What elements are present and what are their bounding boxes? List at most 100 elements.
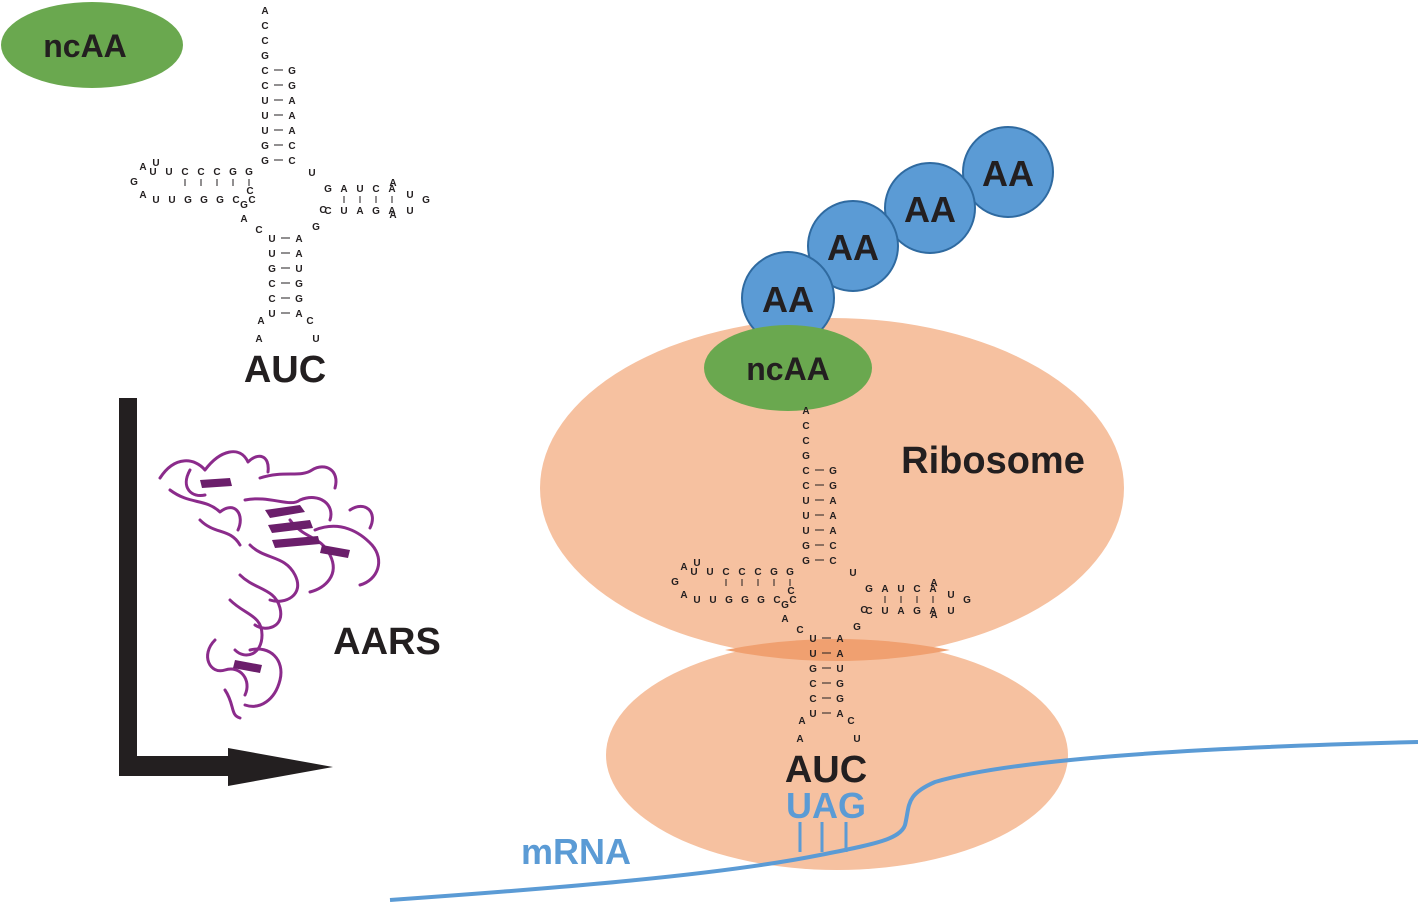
nucleotide: C [213, 167, 220, 178]
nucleotide: C [829, 556, 836, 567]
nucleotide: A [240, 214, 247, 225]
nucleotide: C [372, 184, 379, 195]
nucleotide: A [139, 162, 146, 173]
nucleotide: A [796, 734, 803, 745]
nucleotide: G [836, 694, 844, 705]
nucleotide: U [152, 158, 159, 169]
nucleotide: G [184, 195, 192, 206]
nucleotide: G [229, 167, 237, 178]
nucleotide: U [168, 195, 175, 206]
nucleotide: G [829, 466, 837, 477]
nucleotide: A [356, 206, 363, 217]
nucleotide: G [802, 451, 810, 462]
nucleotide: A [139, 190, 146, 201]
ncaa-bound-label: ncAA [746, 351, 830, 387]
nucleotide: G [261, 51, 269, 62]
nucleotide: C [802, 481, 809, 492]
nucleotide: A [388, 184, 395, 195]
nucleotide: U [709, 595, 716, 606]
nucleotide: U [268, 309, 275, 320]
nucleotide: A [680, 562, 687, 573]
nucleotide: C [809, 679, 816, 690]
nucleotide: G [261, 141, 269, 152]
amino-acid-label: AA [904, 189, 956, 230]
process-arrow [119, 398, 333, 786]
nucleotide: U [149, 167, 156, 178]
nucleotide: G [288, 81, 296, 92]
nucleotide: C [789, 595, 796, 606]
nucleotide: C [787, 586, 794, 597]
nucleotide: G [422, 195, 430, 206]
nucleotide: U [261, 96, 268, 107]
nucleotide: U [706, 567, 713, 578]
nucleotide: U [356, 184, 363, 195]
nucleotide: G [288, 66, 296, 77]
nucleotide: U [690, 567, 697, 578]
nucleotide: G [200, 195, 208, 206]
nucleotide: C [773, 595, 780, 606]
nucleotide: C [865, 606, 872, 617]
nucleotide: C [847, 716, 854, 727]
nucleotide: A [836, 649, 843, 660]
nucleotide: G [725, 595, 733, 606]
aars-protein-sheets [200, 478, 350, 673]
nucleotide: C [232, 195, 239, 206]
nucleotide: C [829, 541, 836, 552]
anticodon-free-label: AUC [244, 349, 326, 391]
aars-label: AARS [333, 621, 441, 663]
nucleotide: G [130, 177, 138, 188]
nucleotide: A [802, 406, 809, 417]
nucleotide: C [796, 625, 803, 636]
amino-acid-label: AA [982, 153, 1034, 194]
nucleotide: A [389, 178, 396, 189]
nucleotide: U [809, 634, 816, 645]
nucleotide: C [261, 66, 268, 77]
nucleotide: U [308, 168, 315, 179]
mrna-strand [389, 740, 1418, 902]
nucleotide: A [295, 249, 302, 260]
nucleotide: G [829, 481, 837, 492]
ribosome-large-subunit [540, 318, 1124, 658]
nucleotide: U [152, 195, 159, 206]
nucleotide: U [853, 734, 860, 745]
nucleotide: A [389, 210, 396, 221]
nucleotide: G [295, 279, 303, 290]
nucleotide: U [809, 649, 816, 660]
nucleotide: G [216, 195, 224, 206]
amino-acid-circle [807, 200, 899, 292]
nucleotide: G [853, 622, 861, 633]
nucleotide: U [261, 111, 268, 122]
nucleotide: C [809, 694, 816, 705]
nucleotide: A [340, 184, 347, 195]
nucleotide: C [802, 421, 809, 432]
nucleotide: A [388, 206, 395, 217]
nucleotide: U [693, 558, 700, 569]
nucleotide: A [836, 709, 843, 720]
nucleotide: A [836, 634, 843, 645]
nucleotide: C [324, 206, 331, 217]
nucleotide: G [802, 541, 810, 552]
nucleotide: U [947, 590, 954, 601]
nucleotide: G [809, 664, 817, 675]
nucleotide: U [849, 568, 856, 579]
nucleotide: C [261, 81, 268, 92]
nucleotide: U [693, 595, 700, 606]
nucleotide: U [268, 249, 275, 260]
nucleotide: A [897, 606, 904, 617]
nucleotide: U [268, 234, 275, 245]
nucleotide: A [829, 526, 836, 537]
ncaa-bound-ellipse [704, 325, 872, 411]
nucleotide: C [319, 205, 326, 216]
nucleotide: A [929, 584, 936, 595]
nucleotide: G [261, 156, 269, 167]
nucleotide: C [860, 605, 867, 616]
nucleotide: C [722, 567, 729, 578]
amino-acid-circle [884, 162, 976, 254]
nucleotide: U [261, 126, 268, 137]
nucleotide: G [781, 600, 789, 611]
ribosome-small-subunit [606, 640, 1068, 870]
ncaa-free-label: ncAA [43, 28, 127, 64]
